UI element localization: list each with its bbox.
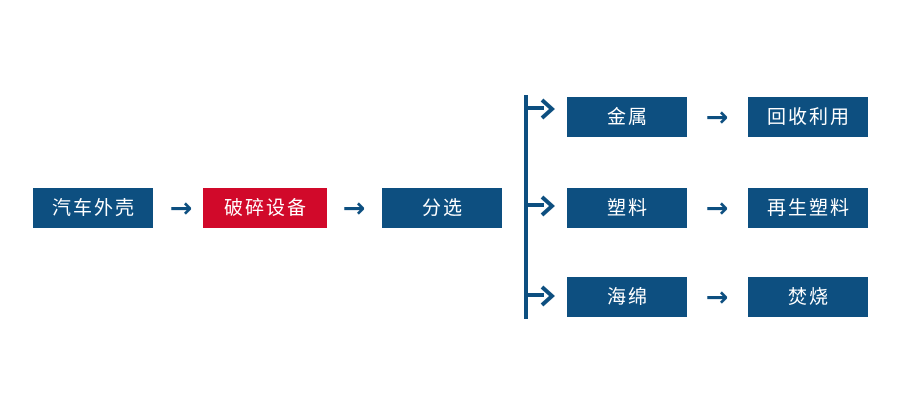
node-source[interactable]: 汽车外壳	[33, 188, 153, 228]
arrow-sponge-to-incineration-icon: →	[705, 281, 729, 313]
node-sorting[interactable]: 分选	[382, 188, 502, 228]
node-plastic-output[interactable]: 再生塑料	[748, 188, 868, 228]
arrow-shredder-to-sorting-icon: →	[342, 192, 366, 224]
arrow-sorting-to-plastic-icon	[524, 194, 558, 220]
node-plastic[interactable]: 塑料	[567, 188, 687, 228]
node-metal[interactable]: 金属	[567, 97, 687, 137]
arrow-sorting-to-sponge-icon	[524, 284, 558, 310]
node-shredder[interactable]: 破碎设备	[203, 188, 327, 228]
node-metal-output[interactable]: 回收利用	[748, 97, 868, 137]
arrow-metal-to-recycle-icon: →	[705, 101, 729, 133]
arrow-sorting-to-metal-icon	[524, 97, 558, 123]
arrow-source-to-shredder-icon: →	[169, 192, 193, 224]
arrow-plastic-to-regenerated-icon: →	[705, 192, 729, 224]
node-sponge-output[interactable]: 焚烧	[748, 277, 868, 317]
node-sponge[interactable]: 海绵	[567, 277, 687, 317]
